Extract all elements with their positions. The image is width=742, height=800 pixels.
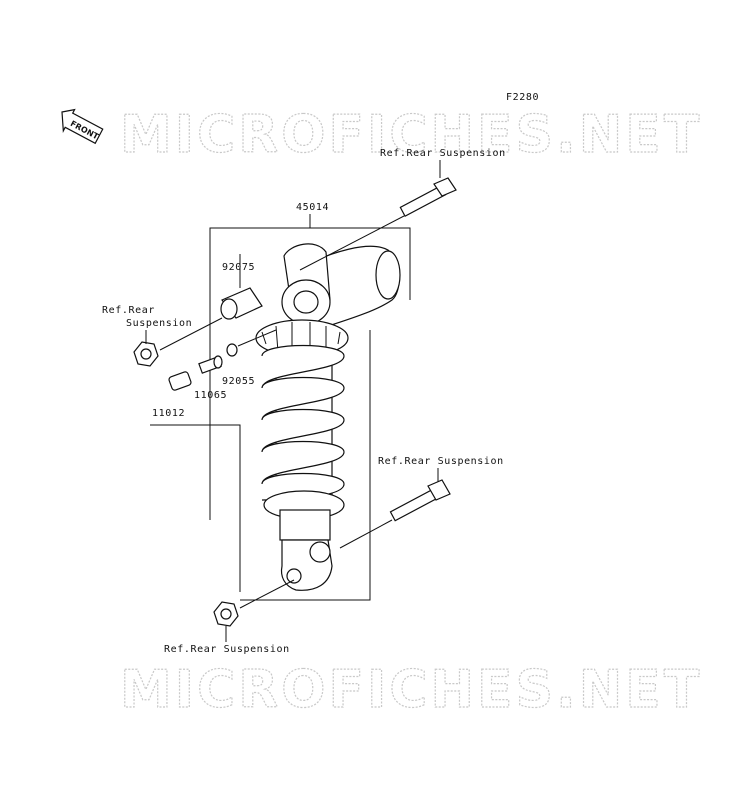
valve bbox=[198, 355, 223, 374]
ref-upper-nut-line2: Suspension bbox=[126, 318, 192, 329]
upper-nut bbox=[133, 341, 159, 367]
diagram-id: F2280 bbox=[506, 92, 539, 103]
spring-coils bbox=[261, 344, 345, 501]
bottom-bolt bbox=[389, 479, 451, 522]
ref-top-bolt: Ref.Rear Suspension bbox=[380, 148, 506, 159]
valve-cap bbox=[168, 371, 192, 391]
ref-upper-nut-line1: Ref.Rear bbox=[102, 305, 155, 316]
front-arrow-icon: FRONT bbox=[61, 108, 104, 145]
shock-absorber bbox=[255, 243, 401, 591]
o-ring bbox=[226, 343, 238, 357]
label-92075: 92075 bbox=[222, 262, 255, 273]
assembly-bracket bbox=[150, 214, 411, 601]
label-45014: 45014 bbox=[296, 202, 329, 213]
label-11065: 11065 bbox=[194, 390, 227, 401]
ref-bottom-bolt: Ref.Rear Suspension bbox=[378, 456, 504, 467]
watermark-top: MICROFICHES.NET bbox=[120, 105, 702, 165]
top-bolt bbox=[399, 177, 457, 218]
lower-nut bbox=[213, 601, 239, 627]
ref-lower-nut: Ref.Rear Suspension bbox=[164, 644, 290, 655]
bushing bbox=[220, 287, 263, 320]
label-11012: 11012 bbox=[152, 408, 185, 419]
label-92055: 92055 bbox=[222, 376, 255, 387]
watermark-bottom: MICROFICHES.NET bbox=[120, 660, 702, 720]
